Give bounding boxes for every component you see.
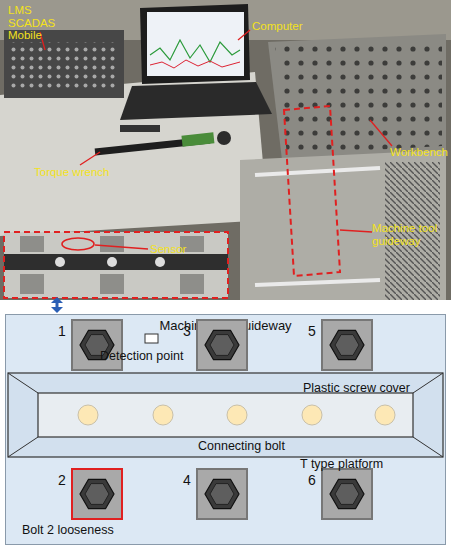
inset-rail <box>4 254 228 270</box>
hex-face <box>335 335 359 356</box>
screw-cover <box>227 405 247 425</box>
inset-cover <box>107 257 117 267</box>
inset-plate <box>100 236 124 252</box>
bolt-number: 3 <box>183 323 191 339</box>
inset-cover <box>55 257 65 267</box>
bolt-plate: 2 <box>71 468 123 520</box>
platform-edge <box>413 373 443 393</box>
sensor-mark <box>62 238 94 250</box>
leader-line <box>80 152 100 165</box>
bolt-number: 5 <box>308 323 316 339</box>
inset-plate <box>100 274 124 294</box>
hex-face <box>85 484 109 505</box>
hex-head <box>205 479 239 508</box>
screw-cover <box>78 405 98 425</box>
screw-cover <box>153 405 173 425</box>
leader-lines <box>40 30 392 249</box>
bolt-head <box>198 321 246 369</box>
inset-photo <box>4 232 228 298</box>
platform-edge <box>8 437 38 457</box>
part-label: Detection point <box>100 350 183 364</box>
laptop-base <box>120 82 272 120</box>
bolt-plate: 6 <box>321 468 373 520</box>
part-label: Connecting bolt <box>198 440 285 454</box>
bolt-plate: 5 <box>321 319 373 371</box>
bolt-head <box>323 470 371 518</box>
rail <box>255 168 380 175</box>
photo-label: LMS SCADAS Mobile <box>8 4 78 42</box>
rail <box>255 280 380 285</box>
screen-plot <box>150 40 240 62</box>
inset-plate <box>180 274 204 294</box>
socket <box>217 131 231 145</box>
photo-label: Sensor <box>150 243 186 256</box>
arrow-head <box>51 297 63 303</box>
screw-cover <box>375 405 395 425</box>
leader-line <box>370 120 392 146</box>
t-platform <box>8 373 443 457</box>
part-label: T type platform <box>300 458 383 472</box>
inset-plate <box>20 274 44 294</box>
photo-label: Workbench <box>390 146 448 159</box>
schematic <box>5 314 446 545</box>
photo-label: Computer <box>252 20 303 33</box>
hex-head <box>330 479 364 508</box>
inset-frame <box>4 232 228 298</box>
photo-background <box>0 0 451 300</box>
part-label: Plastic screw cover <box>303 382 410 396</box>
photo <box>0 0 451 300</box>
hex-head <box>205 330 239 359</box>
arrow-head <box>51 307 63 313</box>
leader-line <box>340 230 372 232</box>
leader-line <box>95 245 148 249</box>
ratchet <box>120 125 160 132</box>
inset-plate <box>20 236 44 252</box>
part-label: Bolt 2 looseness <box>22 524 114 538</box>
daq-ports <box>9 42 119 92</box>
hex-face <box>210 335 234 356</box>
bolt-number: 6 <box>308 472 316 488</box>
bolt-number: 4 <box>183 472 191 488</box>
zoom-arrow <box>51 297 63 313</box>
detection-point <box>145 334 158 343</box>
wrench-handle <box>181 132 214 146</box>
bolt-plate: 4 <box>196 468 248 520</box>
inset-cover <box>155 257 165 267</box>
highlight-frame <box>284 106 340 276</box>
screw-cover <box>302 405 322 425</box>
platform-edge <box>8 373 38 393</box>
hex-head <box>330 330 364 359</box>
screen-display <box>147 12 244 76</box>
photo-label: Machine tool guideway <box>372 222 448 247</box>
hex-head <box>80 479 114 508</box>
schematic-panel: Machine tool guideway135246 <box>5 314 446 545</box>
hex-face <box>335 484 359 505</box>
bolt-head <box>323 321 371 369</box>
leader-line <box>238 30 250 40</box>
bolt-number: 2 <box>58 472 66 488</box>
bolt-plate: 1 <box>71 319 123 371</box>
platform-edge <box>413 437 443 457</box>
photo-label: Torque wrench <box>34 166 109 179</box>
platform-top-face <box>38 393 413 437</box>
laptop-screen <box>140 4 250 84</box>
hex-face <box>210 484 234 505</box>
bolt-head <box>73 470 121 518</box>
workbench <box>268 34 446 160</box>
workbench-holes <box>275 38 442 155</box>
screen-plot <box>150 60 240 68</box>
bolt-head <box>198 470 246 518</box>
bolt-plate: 3 <box>196 319 248 371</box>
panel-fill <box>5 314 446 545</box>
bolt-number: 1 <box>58 323 66 339</box>
